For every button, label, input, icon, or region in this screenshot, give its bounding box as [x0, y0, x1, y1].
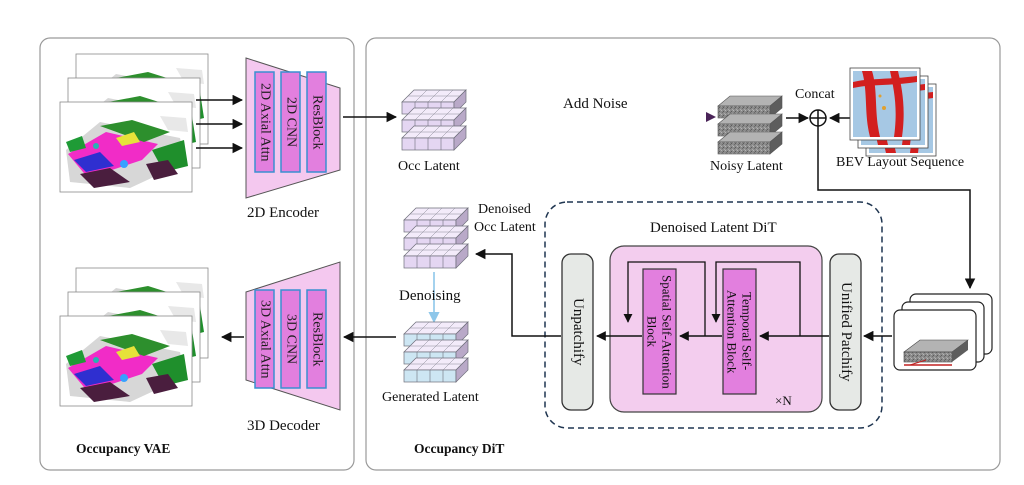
- encoder-block-1: [254, 71, 275, 173]
- dit-module-container: [544, 201, 883, 429]
- generated-latent-label: Generated Latent: [382, 390, 479, 405]
- denoising-label: Denoising: [399, 288, 461, 304]
- concat-label: Concat: [795, 87, 835, 102]
- concat-to-sequence-arrow: [817, 126, 976, 290]
- decoder-block-3: [306, 289, 327, 389]
- unpatchify-to-denoised-arrow: [474, 248, 561, 337]
- spatial-residual-arrow: [623, 261, 706, 336]
- encoder-block-2: [280, 71, 301, 173]
- noisy-latent-label: Noisy Latent: [710, 159, 783, 174]
- input-occupancy-frames: [59, 53, 209, 193]
- encoder-label: 2D Encoder: [247, 205, 320, 221]
- occ-latent-cube: [401, 89, 467, 151]
- temporal-block-label: Temporal Self-Attention Block: [724, 289, 755, 374]
- encoder-block-3: [306, 71, 327, 173]
- unpatchify-box: [561, 253, 594, 411]
- unpatchify-label: Unpatchify: [570, 298, 586, 366]
- concat-symbol: [809, 109, 827, 127]
- latent-sequence-cards: [893, 293, 993, 371]
- repeat-label: ×N: [775, 393, 792, 408]
- decoder-block-label-3: ResBlock: [309, 311, 325, 367]
- dit-title: Occupancy DiT: [414, 441, 505, 456]
- decoder-label: 3D Decoder: [247, 418, 320, 434]
- encoder-block-label-1: 2D Axial Attn: [257, 82, 273, 162]
- decoder-block-1: [254, 289, 275, 389]
- unified-patchify-label: Unified Patchify: [838, 282, 854, 382]
- spatial-block: [642, 268, 677, 395]
- add-noise-arrowhead: [706, 112, 716, 122]
- encoder-block-label-2: 2D CNN: [283, 96, 299, 148]
- unified-patchify-box: [829, 253, 862, 411]
- decoder-block-label-2: 3D CNN: [283, 313, 299, 365]
- denoised-latent-cube: [403, 207, 469, 269]
- add-noise-label: Add Noise: [563, 96, 628, 112]
- denoised-label-line2: Occ Latent: [474, 220, 536, 235]
- generated-latent-cube: [403, 321, 469, 383]
- decoder-block-2: [280, 289, 301, 389]
- temporal-residual-arrow: [711, 261, 801, 336]
- occ-latent-label: Occ Latent: [398, 159, 460, 174]
- dit-block-title: Denoised Latent DiT: [650, 220, 777, 236]
- vae-title: Occupancy VAE: [76, 441, 171, 456]
- encoder-block-label-3: ResBlock: [309, 94, 325, 150]
- temporal-block: [722, 268, 757, 395]
- bev-layout-label: BEV Layout Sequence: [836, 155, 965, 170]
- noisy-latent-slabs: [717, 95, 783, 155]
- output-occupancy-frames: [59, 267, 209, 407]
- bev-layout-sheets: [849, 67, 937, 157]
- decoder-block-label-1: 3D Axial Attn: [257, 299, 273, 379]
- denoised-label-line1: Denoised: [478, 202, 531, 217]
- spatial-block-label: Spatial Self-Attention Block: [644, 274, 675, 389]
